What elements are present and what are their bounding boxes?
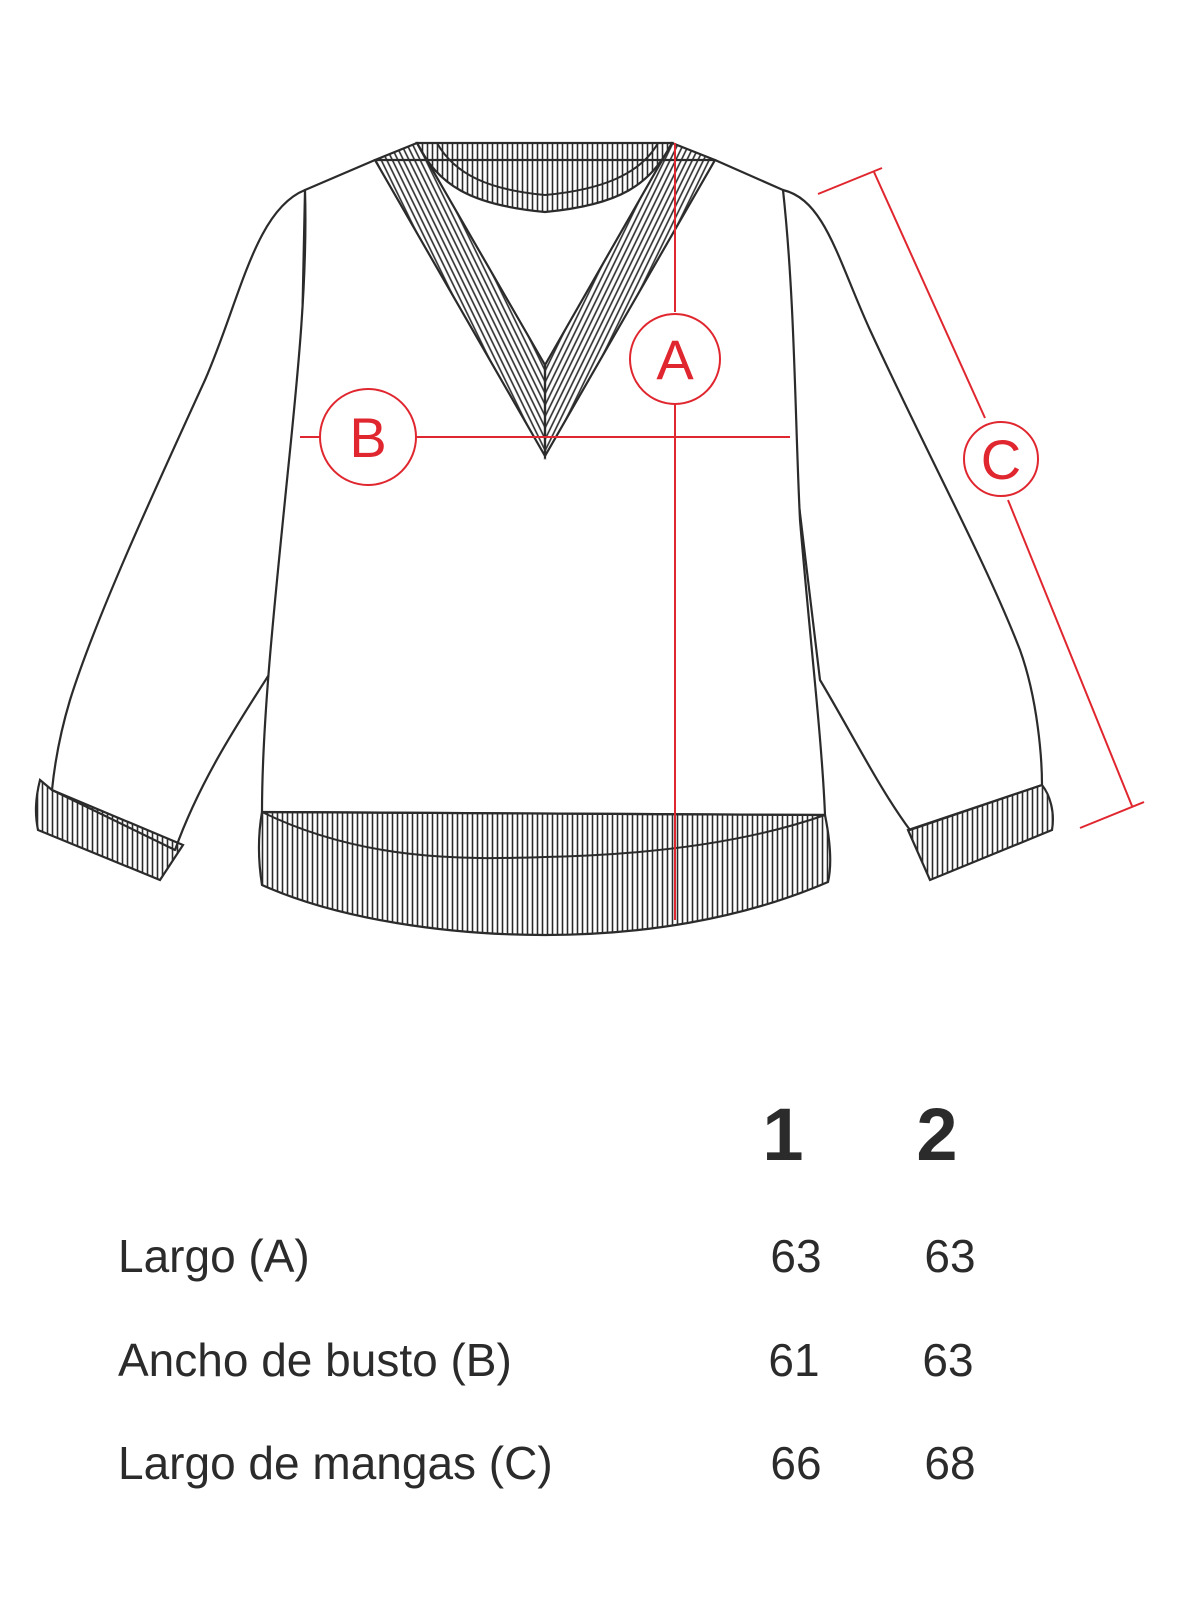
- cell-mangas-1: 66: [770, 1437, 822, 1489]
- cell-ancho-2: 63: [922, 1334, 974, 1386]
- row-label-largo: Largo (A): [118, 1230, 310, 1282]
- right-sleeve: [781, 188, 1044, 832]
- size-table: 1 2 Largo (A) 63 63 Ancho de busto (B) 6…: [0, 1090, 1199, 1570]
- cell-mangas-2: 68: [924, 1437, 976, 1489]
- cell-largo-2: 63: [924, 1230, 976, 1282]
- label-b: B: [319, 388, 417, 486]
- hem-band: [257, 810, 832, 937]
- cell-ancho-1: 61: [768, 1334, 820, 1386]
- sweater-diagram: A B C: [34, 141, 1145, 937]
- row-label-mangas: Largo de mangas (C): [118, 1437, 553, 1489]
- left-cuff: [34, 778, 185, 882]
- label-c: C: [963, 421, 1039, 497]
- cell-largo-1: 63: [770, 1230, 822, 1282]
- svg-text:A: A: [656, 328, 694, 391]
- body: [260, 158, 827, 817]
- measurements: [300, 143, 1145, 920]
- measure-c-tick-top: [817, 167, 883, 195]
- right-cuff: [906, 783, 1054, 882]
- svg-text:C: C: [981, 428, 1021, 491]
- measure-c-tick-bottom: [1079, 801, 1145, 829]
- svg-text:B: B: [349, 406, 386, 469]
- neckband-right: [543, 141, 717, 461]
- size-header-2: 2: [916, 1093, 958, 1176]
- measure-c-line-top: [873, 171, 986, 419]
- size-header-1: 1: [762, 1093, 804, 1176]
- back-neckband: [415, 141, 674, 214]
- left-sleeve: [50, 188, 307, 852]
- sweater-outline: [50, 158, 1044, 852]
- row-label-ancho: Ancho de busto (B): [118, 1334, 512, 1386]
- label-a: A: [629, 313, 721, 405]
- measure-c-line-bottom: [1007, 499, 1133, 807]
